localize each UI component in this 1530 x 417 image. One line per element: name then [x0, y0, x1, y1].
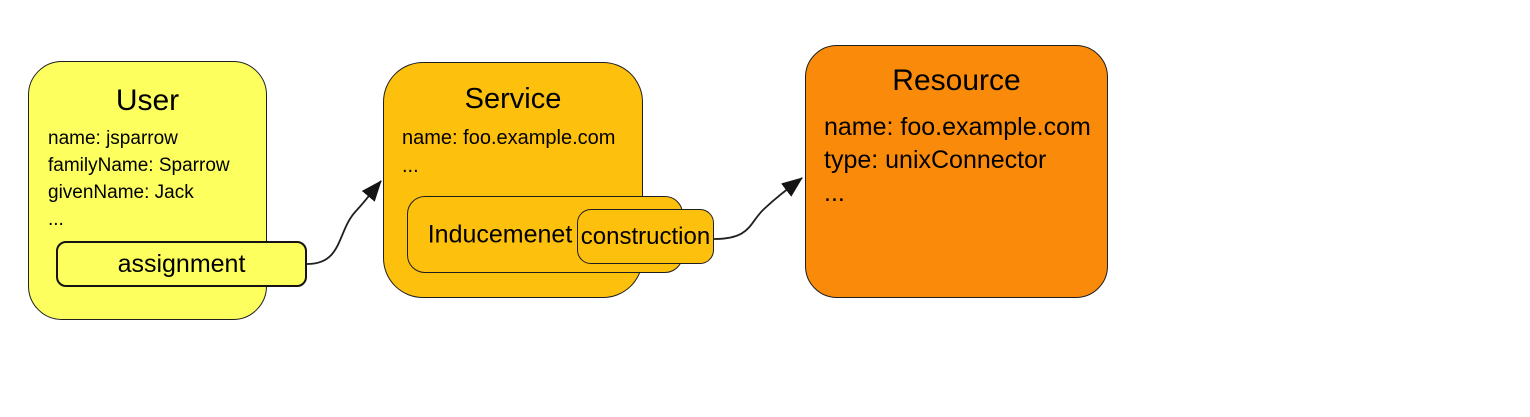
inducement-label: Inducemenet [427, 220, 573, 248]
resource-node-attributes: name: foo.example.com type: unixConnecto… [824, 111, 1091, 210]
construction-box: construction [577, 209, 714, 264]
service-attr-name: name: foo.example.com [402, 127, 616, 149]
user-attr-familyname: familyName: Sparrow [48, 155, 230, 176]
arrow-construction-to-resource [713, 177, 803, 240]
service-node-title: Service [464, 83, 562, 115]
user-attr-ellipsis: ... [48, 209, 64, 230]
assignment-box: assignment [56, 241, 307, 287]
resource-node-title: Resource [892, 64, 1021, 97]
user-node-attributes: name: jsparrow familyName: Sparrow given… [48, 125, 230, 233]
resource-attr-ellipsis: ... [824, 179, 845, 207]
arrow-assignment-to-service [306, 180, 382, 265]
service-attr-ellipsis: ... [402, 155, 419, 177]
resource-node: Resource name: foo.example.com type: uni… [805, 45, 1108, 298]
user-attr-givenname: givenName: Jack [48, 182, 194, 203]
service-node-attributes: name: foo.example.com ... [402, 124, 615, 180]
user-attr-name: name: jsparrow [48, 128, 178, 149]
user-node-title: User [115, 84, 180, 117]
resource-attr-name: name: foo.example.com [824, 113, 1091, 141]
resource-attr-type: type: unixConnector [824, 146, 1047, 174]
